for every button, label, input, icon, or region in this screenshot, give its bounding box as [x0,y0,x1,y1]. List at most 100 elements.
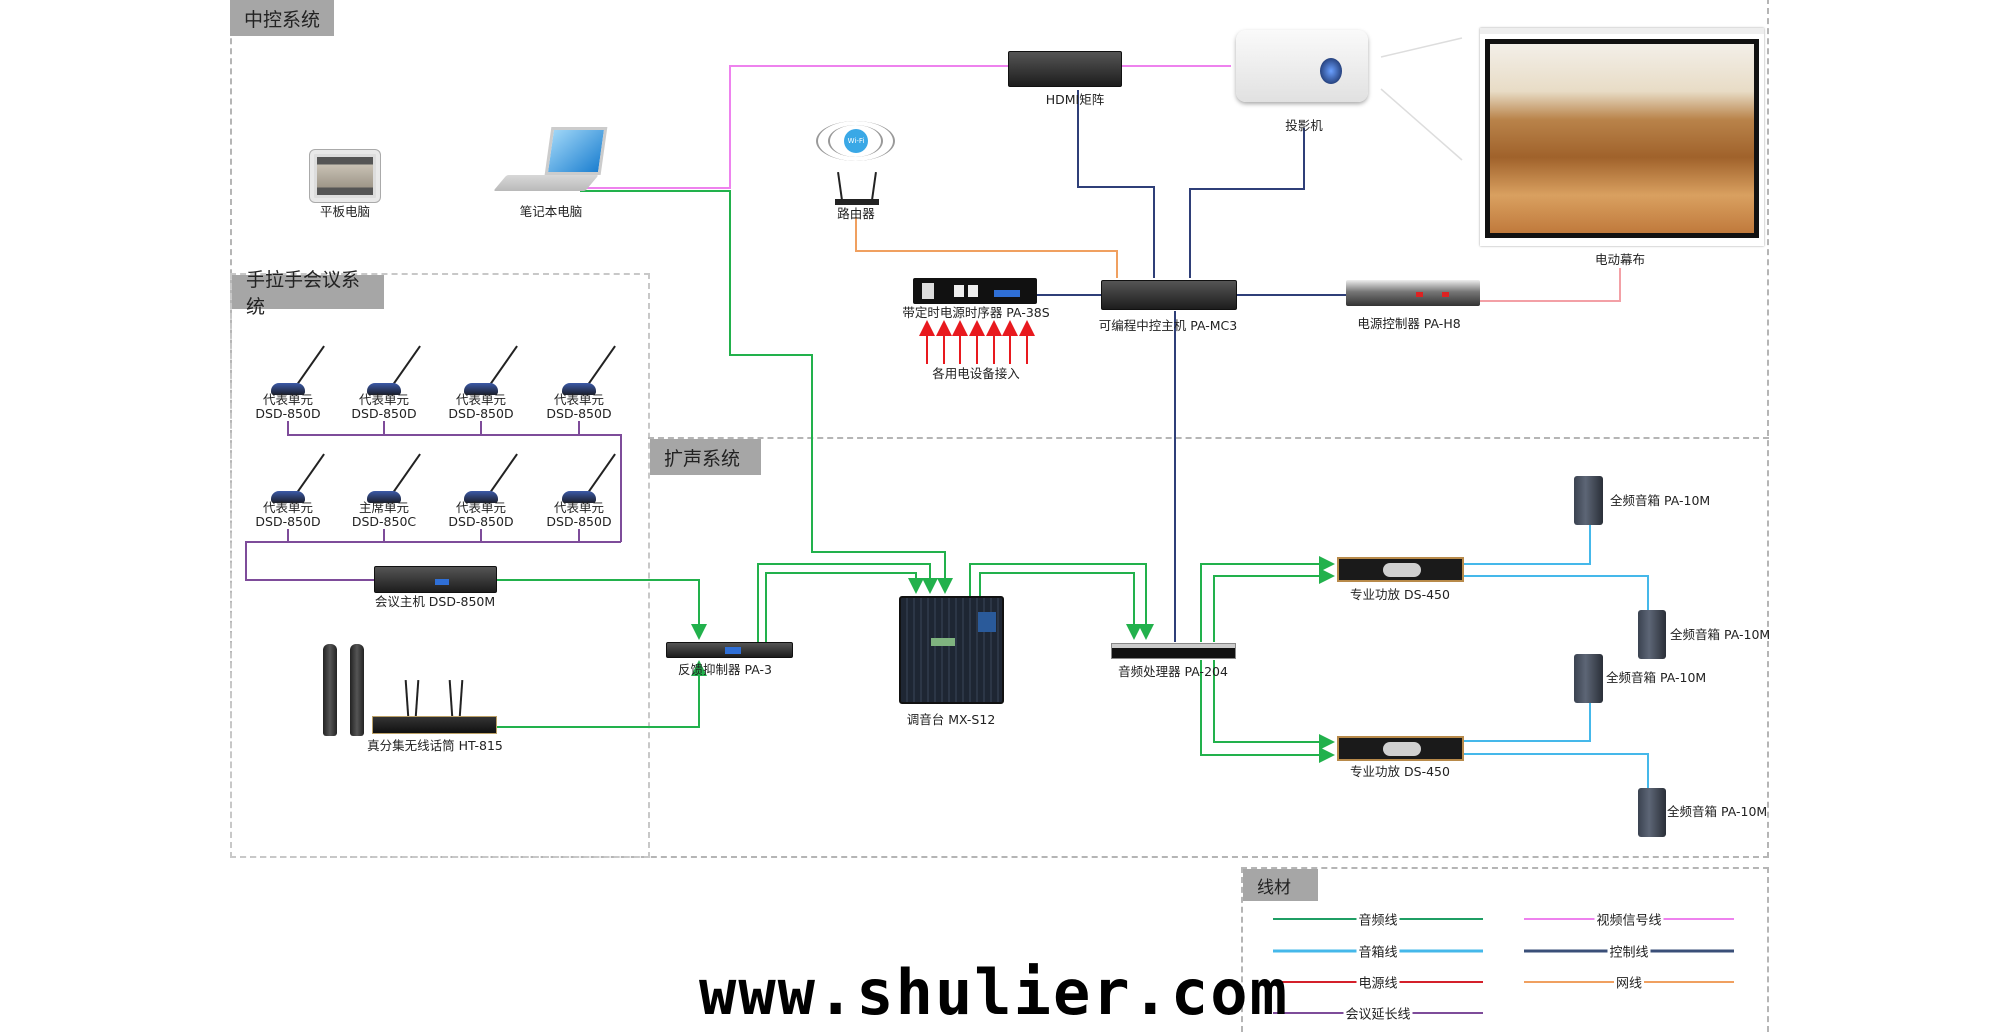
power-controller-label: 电源控制器 PA-H8 [1357,316,1461,331]
wifi-badge: Wi-Fi [844,129,868,153]
router-label: 路由器 [837,206,875,221]
speaker-image [1638,788,1666,837]
legend-control: 控制线 [1607,941,1651,961]
router-image [835,171,879,205]
delegate-model: DSD-850D [255,406,321,421]
audio-wire [497,579,707,640]
audio-processor-label: 音频处理器 PA-204 [1118,664,1228,679]
delegate-model: DSD-850D [448,406,514,421]
sound-zone [648,437,1769,858]
chairman-model: DSD-850C [351,514,417,529]
projector-image [1236,30,1368,102]
delegate-role: 代表单元 [262,392,314,407]
central-host-image [1101,280,1237,310]
delegate-role: 代表单元 [455,500,507,515]
watermark: www.shulier.com [699,956,1289,1029]
audio-wire [969,563,1154,640]
audio-wire [1213,568,1335,642]
audio-wire [497,660,707,728]
projector-label: 投影机 [1285,118,1323,133]
audio-wire [1200,660,1335,763]
network-wire [855,217,1118,278]
power-amp-label: 专业功放 DS-450 [1350,587,1450,602]
conference-zone [230,273,650,858]
speaker-label: 全频音箱 PA-10M [1670,627,1771,642]
legend-video: 视频信号线 [1594,909,1664,929]
central-control-label: 中控系统 [230,0,334,36]
tablet-image [310,150,380,202]
delegate-model: DSD-850D [448,514,514,529]
projection-screen-image [1480,28,1764,246]
speaker-label: 全频音箱 PA-10M [1606,670,1707,685]
audio-wire [1200,556,1335,642]
power-amp-label: 专业功放 DS-450 [1350,764,1450,779]
sequencer-label: 带定时电源时序器 PA-38S [902,305,1050,320]
delegate-model: DSD-850D [255,514,321,529]
legend-conference: 会议延长线 [1343,1003,1413,1023]
chairman-role: 主席单元 [358,500,410,515]
power-controller-image [1346,280,1480,306]
sequencer-image [913,278,1037,304]
feedback-suppressor-image [666,642,793,658]
cables-label: 线材 [1243,869,1318,901]
legend-speaker: 音箱线 [1356,941,1400,961]
feedback-suppressor-label: 反馈抑制器 PA-3 [678,662,772,677]
projection-ray [1380,37,1463,58]
laptop-label: 笔记本电脑 [519,204,583,219]
legend-audio: 音频线 [1356,909,1400,929]
handheld-mic-image [350,644,364,736]
power-amp-image [1337,557,1464,582]
speaker-label: 全频音箱 PA-10M [1667,804,1768,819]
delegate-model: DSD-850D [546,514,612,529]
mixer-label: 调音台 MX-S12 [906,712,996,727]
wireless-receiver-image [372,679,497,734]
hdmi-matrix-label: HDMI矩阵 [1045,92,1105,107]
delegate-role: 代表单元 [358,392,410,407]
sequencer-input-label: 各用电设备接入 [932,366,1020,381]
audio-wire [1213,660,1335,750]
speaker-wire [1464,703,1591,742]
audio-wire [765,572,924,642]
laptop-image [544,127,608,175]
power-amp-image [1337,736,1464,761]
mixer-image [899,596,1004,704]
delegate-role: 代表单元 [455,392,507,407]
audio-wire [580,190,953,594]
delegate-model: DSD-850D [546,406,612,421]
control-wire [1189,128,1305,278]
audio-wire [979,572,1142,640]
power-link-wire [1480,268,1621,302]
tablet-label: 平板电脑 [319,204,371,219]
laptop-keyboard [493,175,599,191]
wifi-icon: Wi-Fi [816,121,895,161]
delegate-role: 代表单元 [553,392,605,407]
screen-label: 电动幕布 [1594,252,1646,267]
delegate-model: DSD-850D [351,406,417,421]
central-host-label: 可编程中控主机 PA-MC3 [1098,318,1238,333]
conference-wire [287,421,622,542]
speaker-wire [1464,753,1649,788]
cables-zone [1241,867,1769,1036]
delegate-role: 代表单元 [553,500,605,515]
projection-ray [1380,88,1463,161]
sound-label: 扩声系统 [650,439,761,475]
audio-processor-image [1111,643,1236,659]
conference-host-image [374,566,497,593]
delegate-role: 代表单元 [262,500,314,515]
wireless-mic-label: 真分集无线话筒 HT-815 [367,738,503,753]
video-wire [580,65,1008,189]
speaker-image [1574,654,1603,703]
conference-host-label: 会议主机 DSD-850M [374,594,496,609]
speaker-label: 全频音箱 PA-10M [1610,493,1711,508]
legend-power: 电源线 [1356,972,1400,992]
speaker-wire [1464,575,1649,610]
conference-wire [245,541,621,581]
legend-network: 网线 [1613,972,1645,992]
speaker-wire [1464,525,1591,565]
speaker-image [1638,610,1666,659]
handheld-mic-image [323,644,337,736]
audio-wire [757,563,938,642]
hdmi-matrix-image [1008,51,1122,87]
